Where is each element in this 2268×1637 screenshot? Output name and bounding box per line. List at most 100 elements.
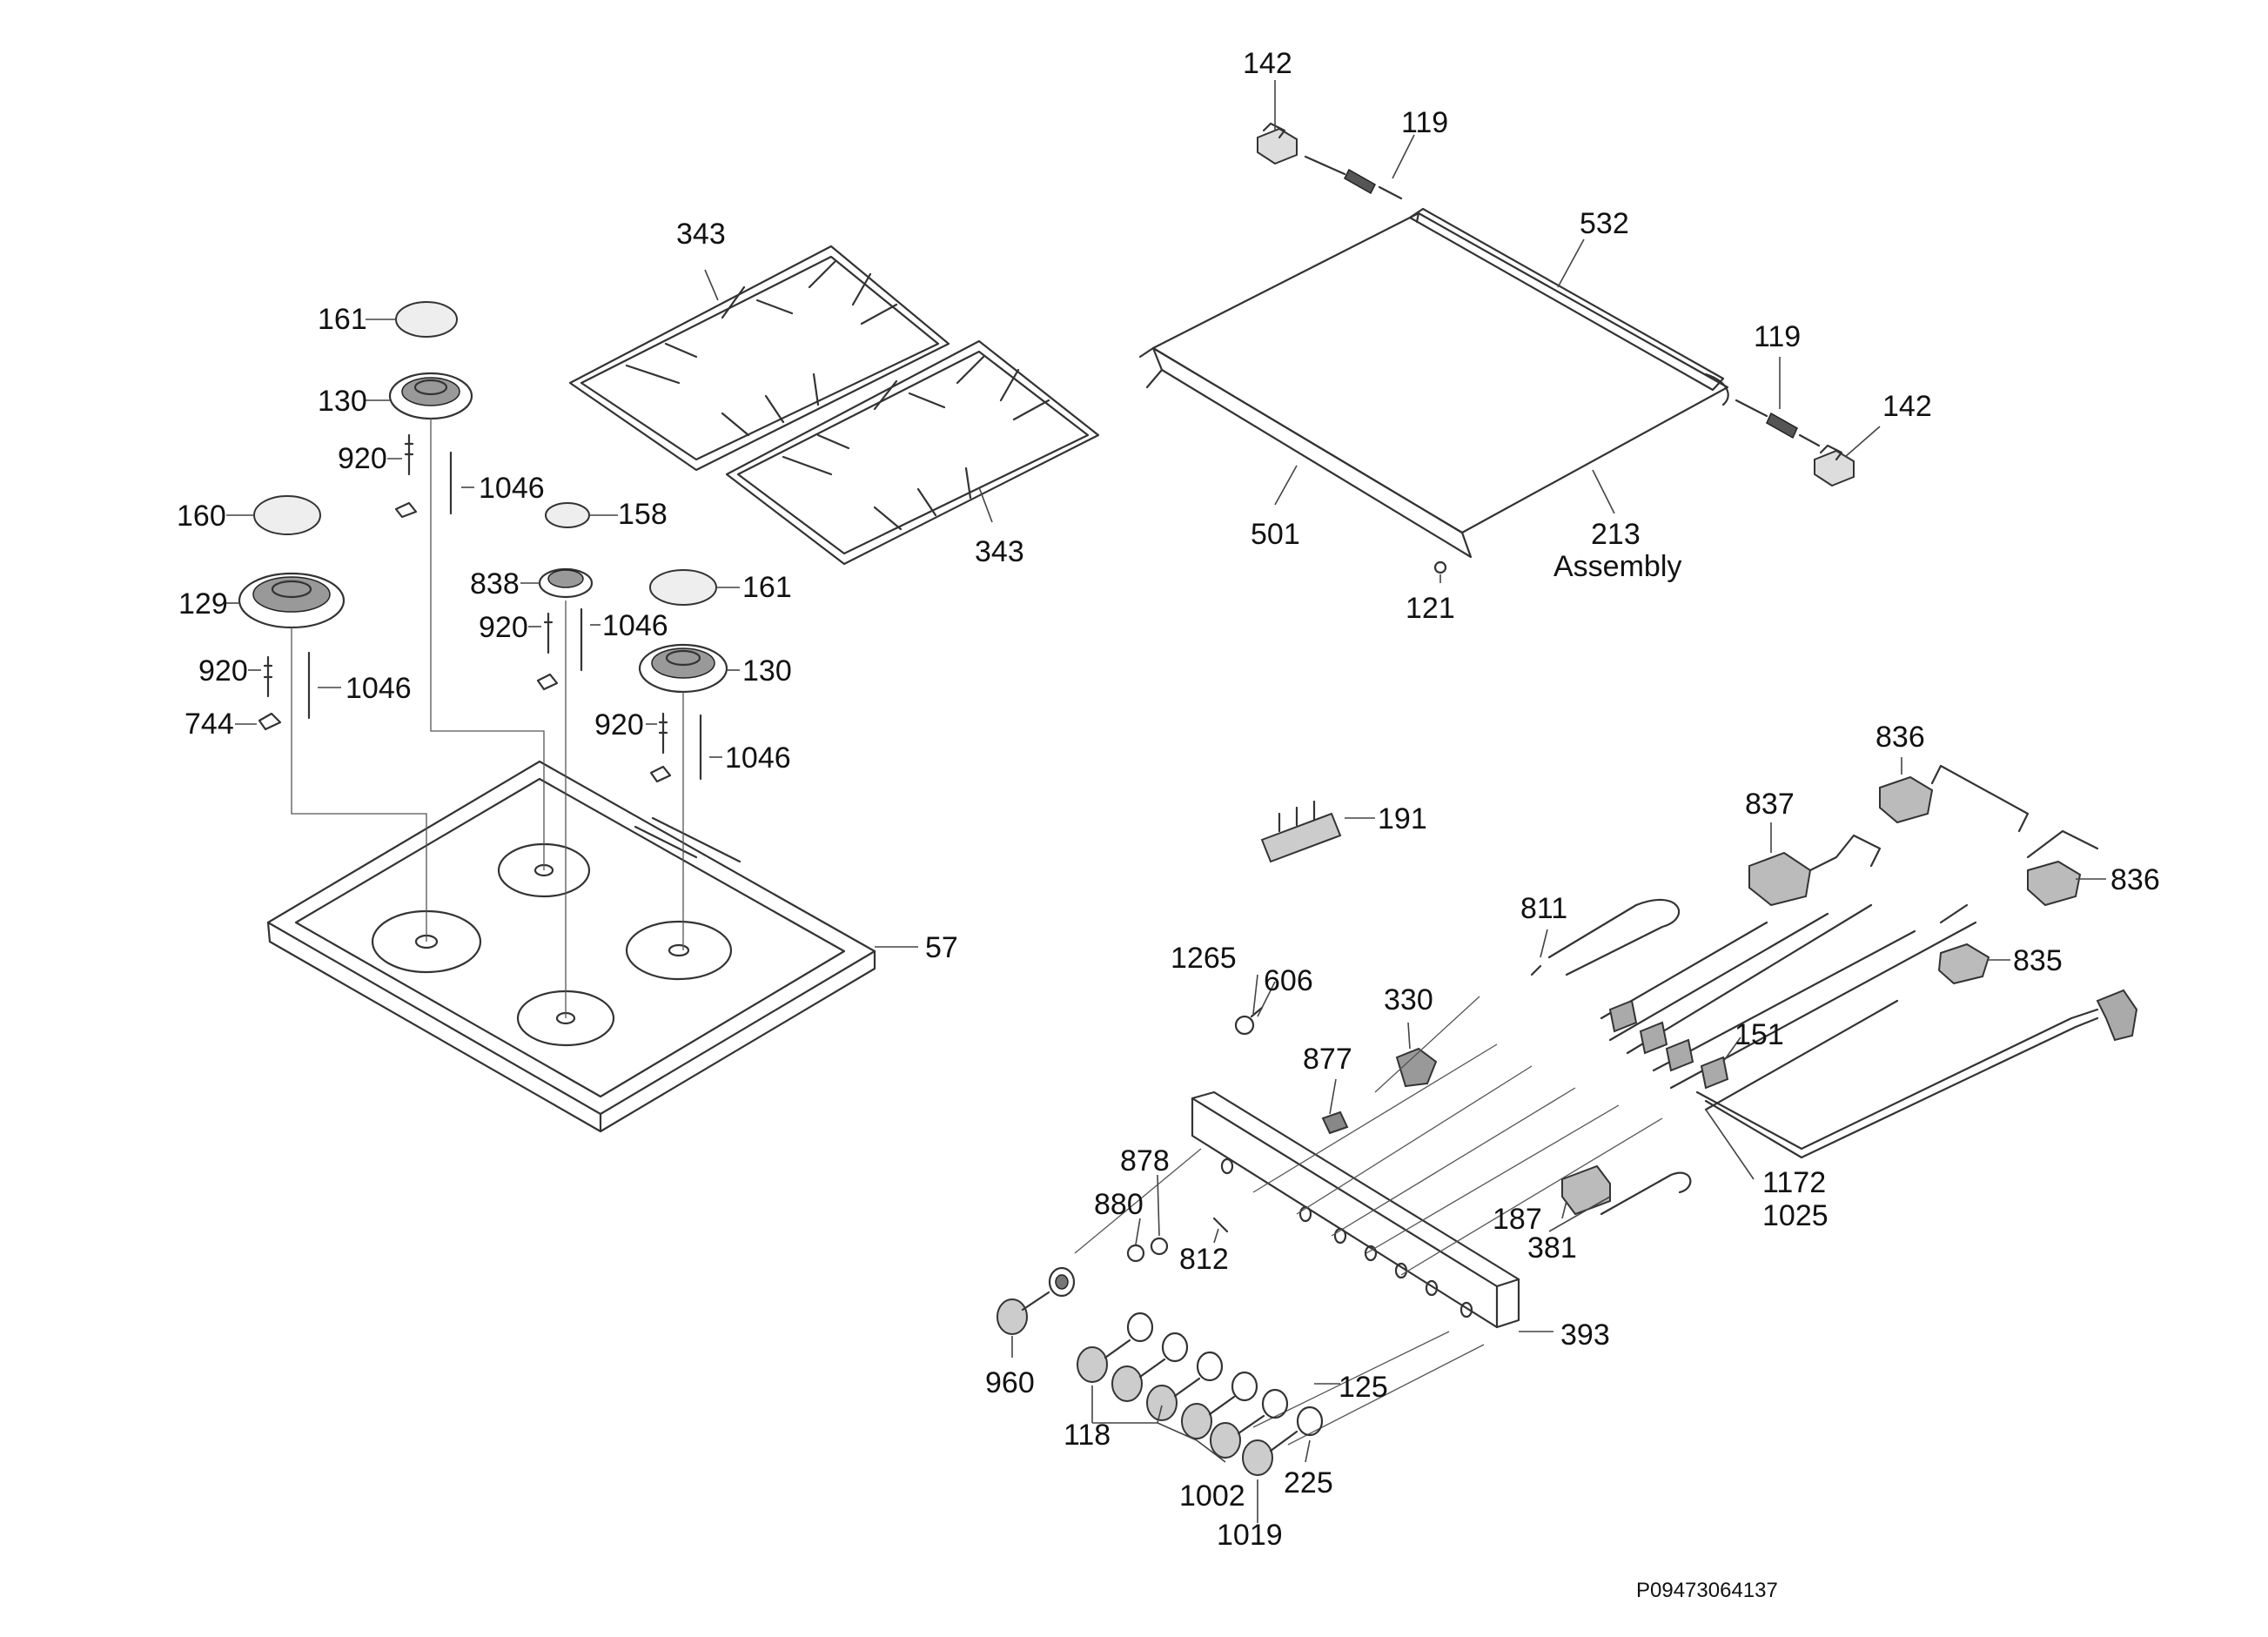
part-130-burner-right xyxy=(638,643,728,694)
label-119-a: 119 xyxy=(1401,106,1448,139)
label-191: 191 xyxy=(1378,802,1427,835)
drawing-code: P09473064137 xyxy=(1636,1579,1778,1602)
label-142-b: 142 xyxy=(1882,390,1932,423)
part-57-hob-top xyxy=(266,760,918,1133)
part-119-spring-right xyxy=(1735,399,1821,447)
label-343-a: 343 xyxy=(676,218,726,251)
label-880: 880 xyxy=(1094,1188,1144,1221)
part-532-hinge-profile xyxy=(1408,207,1729,406)
part-878-880-812-indicator xyxy=(1126,1174,1229,1263)
label-920-c: 920 xyxy=(479,611,528,644)
part-835-valve xyxy=(1937,903,1990,985)
control-panel xyxy=(996,996,1663,1523)
gas-leader-lines xyxy=(1252,757,2106,1232)
label-1046-a: 1046 xyxy=(479,472,545,505)
burner-guide-lines xyxy=(291,418,684,1018)
part-920-thermocouple-a xyxy=(394,433,418,519)
part-158-burner-cap-small xyxy=(545,502,590,528)
callout-labels: 142 119 532 119 142 501 213 Assembly 121… xyxy=(177,47,2160,1602)
part-920-thermocouple-c xyxy=(536,612,559,691)
label-920-d: 920 xyxy=(594,708,644,741)
label-151: 151 xyxy=(1735,1018,1784,1051)
gas-system xyxy=(1234,757,2138,1232)
pan-supports xyxy=(568,245,1100,566)
label-118: 118 xyxy=(1064,1419,1111,1452)
part-744-clip xyxy=(258,712,282,731)
burners xyxy=(226,301,740,783)
knob-row xyxy=(1077,1312,1340,1523)
part-130-burner-top xyxy=(388,372,473,420)
label-920-b: 920 xyxy=(198,654,248,688)
label-1172: 1172 xyxy=(1762,1166,1826,1199)
control-panel-guides xyxy=(1074,996,1663,1446)
part-121-bumper xyxy=(1433,560,1447,574)
label-160: 160 xyxy=(177,500,226,533)
label-213: 213 xyxy=(1591,518,1641,551)
label-837: 837 xyxy=(1745,788,1795,821)
part-1172-gas-pipe-main xyxy=(1695,1008,2099,1159)
part-343-pan-support-right xyxy=(725,339,1100,566)
label-877: 877 xyxy=(1303,1043,1352,1076)
label-836-a: 836 xyxy=(1875,721,1925,754)
part-142-hinge-left xyxy=(1257,122,1298,165)
label-920-a: 920 xyxy=(338,442,387,475)
label-1046-c: 1046 xyxy=(602,609,668,642)
label-161-b: 161 xyxy=(742,571,792,604)
label-330: 330 xyxy=(1384,983,1433,1016)
part-838-burner-small xyxy=(538,567,594,599)
label-960: 960 xyxy=(985,1366,1035,1399)
label-142-a: 142 xyxy=(1243,47,1292,80)
part-1265-606-ignition-switch xyxy=(1234,1006,1264,1036)
part-960-knob xyxy=(996,1266,1076,1358)
label-1025: 1025 xyxy=(1762,1199,1828,1232)
label-1046-b: 1046 xyxy=(346,672,412,705)
label-812: 812 xyxy=(1179,1243,1229,1276)
label-606: 606 xyxy=(1264,964,1313,997)
label-1265: 1265 xyxy=(1171,942,1237,975)
label-532: 532 xyxy=(1580,207,1629,240)
label-838: 838 xyxy=(470,567,520,600)
part-877-spark-generator xyxy=(1321,1110,1349,1135)
label-119-b: 119 xyxy=(1754,320,1801,353)
label-57: 57 xyxy=(925,931,958,964)
part-187-381-thermostat xyxy=(1561,1164,1692,1216)
label-393: 393 xyxy=(1560,1318,1610,1352)
part-501-glass-lid xyxy=(1138,211,1729,559)
part-920-thermocouple-b xyxy=(263,655,273,698)
part-837-thermostat-valve xyxy=(1748,834,1882,907)
label-187: 187 xyxy=(1493,1203,1542,1236)
gas-inlet-elbow xyxy=(2096,989,2138,1042)
part-151-gas-manifold xyxy=(1600,903,1977,1111)
part-836-valve-a xyxy=(1879,764,2030,833)
part-920-thermocouple-d xyxy=(649,712,672,783)
label-130-a: 130 xyxy=(318,385,367,418)
label-878: 878 xyxy=(1120,1144,1170,1177)
label-744: 744 xyxy=(185,708,234,741)
part-811-gas-pipe xyxy=(1530,898,1680,976)
part-161-burner-cap-right xyxy=(649,569,717,606)
part-129-burner-large xyxy=(238,572,346,629)
label-836-b: 836 xyxy=(2110,863,2160,896)
label-1002: 1002 xyxy=(1179,1479,1245,1513)
label-121: 121 xyxy=(1406,592,1455,625)
part-119-spring-left xyxy=(1304,155,1403,200)
glass-lid-assembly xyxy=(1138,80,1881,583)
lid-leader-lines xyxy=(1274,80,1881,583)
part-836-valve-b xyxy=(2026,829,2099,907)
label-811: 811 xyxy=(1520,892,1567,925)
part-393-control-panel xyxy=(1191,1090,1553,1332)
part-142-hinge-right xyxy=(1814,444,1855,487)
label-129: 129 xyxy=(178,587,228,621)
label-158: 158 xyxy=(618,498,668,531)
part-343-pan-support-left xyxy=(568,245,950,472)
label-225: 225 xyxy=(1284,1466,1333,1499)
part-161-burner-cap-top xyxy=(395,301,458,338)
part-160-burner-cap-large xyxy=(253,495,321,535)
label-125: 125 xyxy=(1339,1371,1388,1404)
label-835: 835 xyxy=(2013,944,2063,977)
label-213-assembly: Assembly xyxy=(1553,550,1681,583)
part-191-terminal-block xyxy=(1260,800,1375,863)
label-1019: 1019 xyxy=(1217,1519,1283,1552)
label-1046-d: 1046 xyxy=(725,741,791,775)
